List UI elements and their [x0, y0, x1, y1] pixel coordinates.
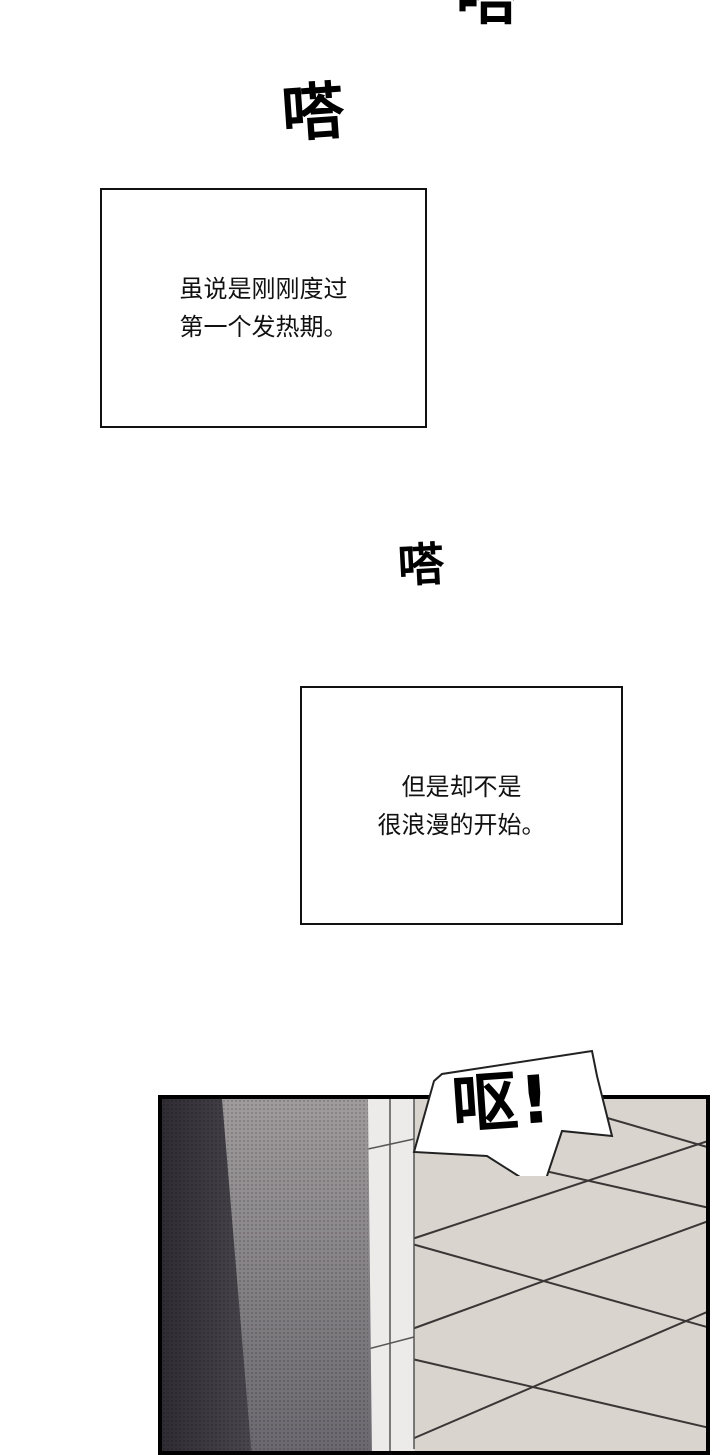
- caption-line: 很浪漫的开始。: [377, 810, 546, 839]
- comic-panel: [158, 1095, 710, 1455]
- caption-line: 虽说是刚刚度过: [179, 275, 348, 303]
- wall-tile-strip: [368, 1099, 414, 1451]
- caption-box: 但是却不是 很浪漫的开始。: [300, 686, 623, 925]
- bathroom-scene: [162, 1099, 706, 1451]
- caption-line: 但是却不是: [401, 772, 522, 801]
- caption-text: 但是却不是 很浪漫的开始。: [378, 768, 546, 844]
- screentone: [162, 1099, 368, 1451]
- caption-box: 虽说是刚刚度过 第一个发热期。: [100, 188, 427, 428]
- sound-effect-partial: 嗒: [456, 0, 518, 28]
- wall-tile-lines: [367, 1099, 415, 1451]
- sound-effect: 嗒: [279, 73, 347, 152]
- sound-effect: 嗒: [396, 536, 446, 594]
- speech-bubble: [412, 1049, 614, 1176]
- caption-text: 虽说是刚刚度过 第一个发热期。: [180, 270, 348, 346]
- speech-bubble-text: 呕!: [449, 1060, 555, 1145]
- caption-line: 第一个发热期。: [179, 313, 348, 341]
